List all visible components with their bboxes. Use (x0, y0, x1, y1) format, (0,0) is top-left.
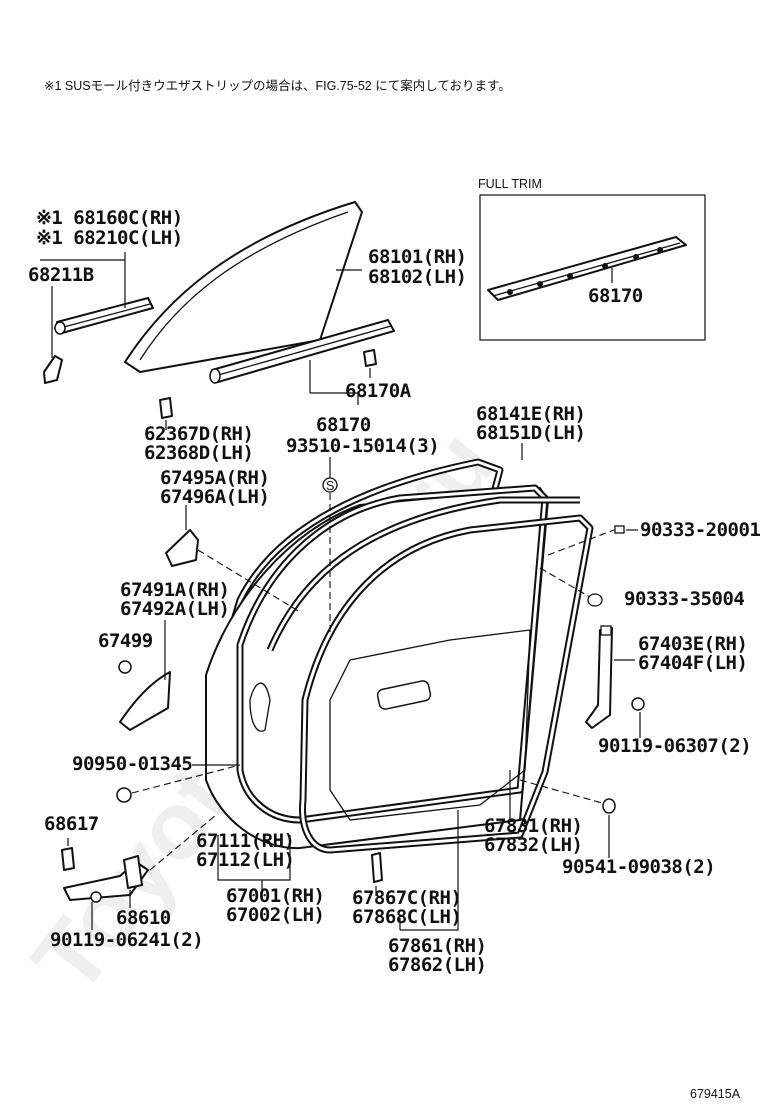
door-glass (124, 201, 363, 373)
clip-62367 (159, 397, 173, 419)
label-68211b: 68211B (28, 264, 94, 286)
label-67404f: 67404F(LH) (638, 652, 747, 674)
label-68151d: 68151D(LH) (476, 422, 585, 444)
window-frame-sash (266, 496, 580, 652)
door-opening-weatherstrip-68141 (224, 458, 504, 659)
mirror-base-67495 (165, 505, 199, 567)
label-68170a: 68170A (345, 380, 412, 402)
cover-67491 (119, 671, 171, 731)
label-67867c: 67867C(RH) (352, 887, 461, 909)
label-90541-09038: 90541-09038(2) (562, 856, 715, 878)
label-67403e: 67403E(RH) (638, 633, 747, 655)
label-68210c: ※1 68210C(LH) (36, 227, 183, 249)
pin-68617 (61, 847, 75, 871)
door-panel-outer-67001 (205, 484, 549, 850)
label-68610: 68610 (116, 907, 171, 929)
label-67492a: 67492A(LH) (120, 598, 229, 620)
clip-68211b (43, 355, 63, 384)
clip-90541-09038 (602, 798, 616, 814)
full-trim-part-label: 68170 (588, 285, 643, 307)
label-67499: 67499 (98, 630, 153, 652)
label-90333-20001: 90333-20001( (640, 519, 760, 541)
label-90333-35004: 90333-35004 (624, 588, 744, 610)
label-67002: 67002(LH) (226, 904, 324, 926)
door-check-68610 (63, 855, 149, 901)
label-90950-01345: 90950-01345 (72, 753, 192, 775)
label-68101: 68101(RH) (368, 246, 466, 268)
bolt-90119-06241 (90, 891, 102, 903)
label-90119-06307: 90119-06307(2) (598, 735, 751, 757)
header-note: ※1 SUSモール付きウエザストリップの場合は、FIG.75-52 にて案内して… (44, 78, 511, 93)
label-68141e: 68141E(RH) (476, 403, 585, 425)
clip-67499 (118, 660, 132, 674)
label-67112: 67112(LH) (196, 849, 294, 871)
inner-weatherstrip (209, 319, 395, 384)
label-67496a: 67496A(LH) (160, 486, 269, 508)
label-93510: 93510-15014(3) (286, 435, 439, 457)
label-67832: 67832(LH) (484, 834, 582, 856)
label-67111: 67111(RH) (196, 830, 294, 852)
label-67495a: 67495A(RH) (160, 467, 269, 489)
label-68102: 68102(LH) (368, 266, 466, 288)
figure-id: 679415A (690, 1087, 741, 1101)
rear-lower-frame-67403 (585, 625, 613, 729)
clip-68170a (363, 349, 377, 367)
label-68160c: ※1 68160C(RH) (36, 207, 183, 229)
label-90119-06241: 90119-06241(2) (50, 929, 203, 951)
label-68170: 68170 (316, 414, 371, 436)
clip-90950-01345 (116, 787, 132, 803)
clip-90333-20001 (614, 525, 625, 534)
bolt-90119-06307 (631, 697, 645, 738)
label-67001: 67001(RH) (226, 885, 324, 907)
retainer-67867 (371, 852, 383, 883)
label-67868c: 67868C(LH) (352, 906, 461, 928)
label-62368d: 62368D(LH) (144, 442, 253, 464)
door-inner-panel (249, 629, 531, 821)
screw-mark: S (326, 479, 334, 493)
label-67862: 67862(LH) (388, 954, 486, 976)
label-67861: 67861(RH) (388, 935, 486, 957)
label-68617: 68617 (44, 813, 99, 835)
door-weatherstrip-67861 (299, 514, 594, 854)
clip-90333-35004 (587, 593, 603, 607)
label-67491a: 67491A(RH) (120, 579, 229, 601)
label-67831: 67831(RH) (484, 815, 582, 837)
label-62367d: 62367D(RH) (144, 423, 253, 445)
full-trim-inset: FULL TRIM 68170 (478, 177, 706, 341)
full-trim-title: FULL TRIM (478, 177, 542, 191)
outer-weatherstrip (54, 297, 154, 335)
